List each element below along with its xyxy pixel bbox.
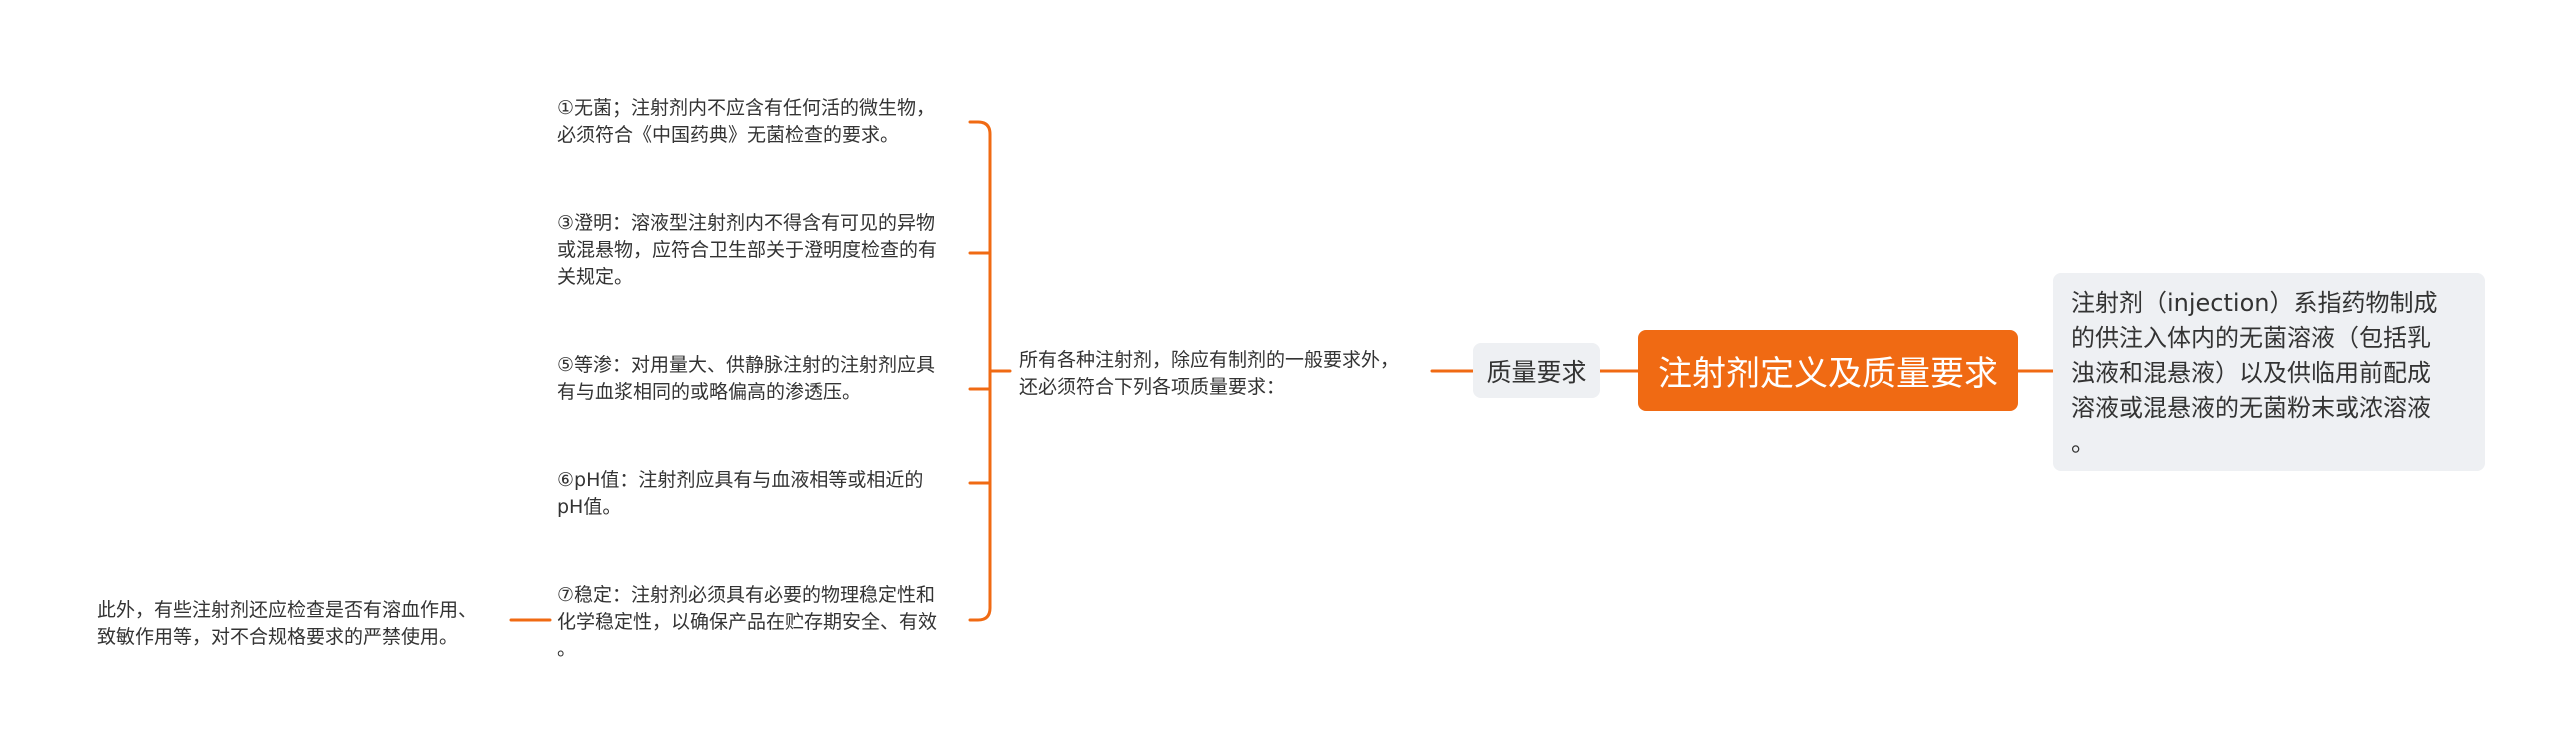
quality-intro-node[interactable]: 所有各种注射剂，除应有制剂的一般要求外， 还必须符合下列各项质量要求： — [1019, 349, 1400, 398]
quality-item-ph[interactable]: ⑥pH值：注射剂应具有与血液相等或相近的 pH值。 — [557, 469, 924, 518]
quality-requirements-node[interactable]: 质量要求 — [1473, 343, 1600, 398]
root-topic[interactable]: 注射剂定义及质量要求 — [1638, 330, 2018, 411]
quality-item-isotonic[interactable]: ⑤等渗：对用量大、供静脉注射的注射剂应具 有与血浆相同的或略偏高的渗透压。 — [557, 354, 936, 403]
extra-note-node[interactable]: 此外，有些注射剂还应检查是否有溶血作用、 致敏作用等，对不合规格要求的严禁使用。 — [97, 599, 478, 648]
quality-item-stability[interactable]: ⑦稳定：注射剂必须具有必要的物理稳定性和 化学稳定性，以确保产品在贮存期安全、有… — [557, 584, 938, 660]
quality-item-sterile[interactable]: ①无菌；注射剂内不应含有任何活的微生物， 必须符合《中国药典》无菌检查的要求。 — [557, 97, 936, 146]
definition-node[interactable]: 注射剂（injection）系指药物制成 的供注入体内的无菌溶液（包括乳 浊液和… — [2053, 273, 2485, 471]
quality-item-clarity[interactable]: ③澄明：溶液型注射剂内不得含有可见的异物 或混悬物，应符合卫生部关于澄明度检查的… — [557, 212, 938, 288]
